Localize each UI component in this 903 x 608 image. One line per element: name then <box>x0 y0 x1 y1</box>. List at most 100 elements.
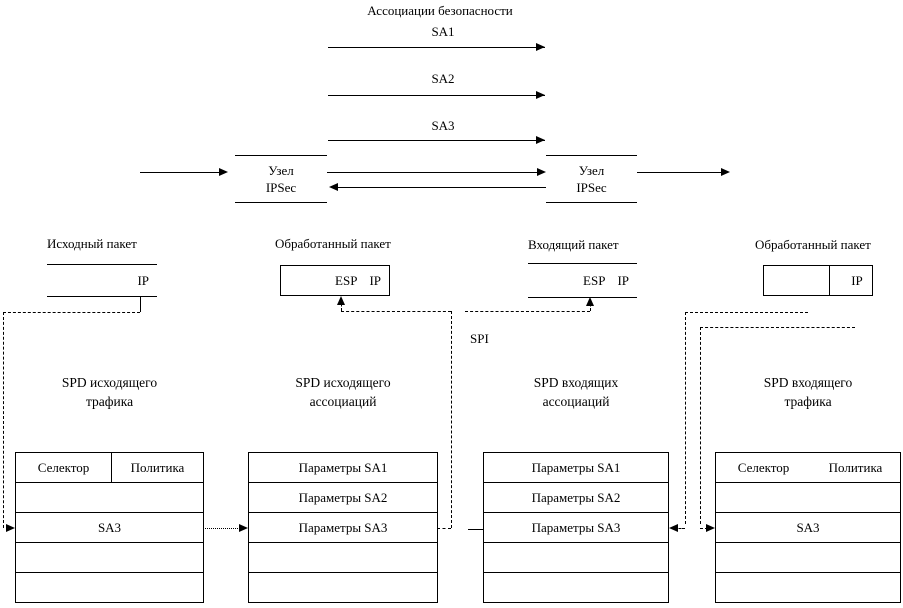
table4-row <box>716 483 900 513</box>
packet4-field-empty <box>764 266 830 295</box>
table3-title-line2: ассоциаций <box>542 394 610 409</box>
packet3-incoming: ESP IP <box>528 263 637 298</box>
packet4-table3-vdash <box>685 312 686 524</box>
table1-header-row: Селектор Политика <box>16 453 203 483</box>
inbound-flow-arrowhead-icon <box>219 168 228 176</box>
packet1-table1-vdash <box>3 312 4 528</box>
table4-row <box>716 573 900 602</box>
packet4-field-ip: IP <box>851 272 863 288</box>
table3-row-sa2: Параметры SA2 <box>484 483 668 513</box>
table4-sa3-arrowhead-icon <box>706 524 715 532</box>
table2-packet2-hdash <box>341 311 451 312</box>
table4-title-line2: трафика <box>784 394 832 409</box>
sa1-label: SA1 <box>431 24 455 39</box>
table3-row <box>484 573 668 602</box>
packet4-table4-vdash <box>700 327 701 524</box>
table3-entry-line <box>468 529 483 530</box>
table3-title: SPD входящих ассоциаций <box>483 373 669 411</box>
table1-row-sa3: SA3 <box>16 513 203 543</box>
table2-row-sa1: Параметры SA1 <box>249 453 437 483</box>
table2-exit-hdash <box>437 528 451 529</box>
outbound-flow-line <box>637 172 721 173</box>
inbound-flow-line <box>140 172 220 173</box>
packet4-table4-hdash <box>700 327 855 328</box>
packet3-field-ip: IP <box>617 272 629 288</box>
table4-header-selector: Селектор <box>737 459 790 475</box>
table2-row-sa3: Параметры SA3 <box>249 513 437 543</box>
table4-row <box>716 543 900 573</box>
sa3-arrow-line <box>328 140 545 141</box>
packet4-label: Обработанный пакет <box>755 237 871 252</box>
table1-title-line2: трафика <box>85 394 134 409</box>
return-flow-arrowhead-icon <box>329 183 338 191</box>
table4-entry-hdash <box>700 528 708 529</box>
packet4-table3-hdash <box>685 312 808 313</box>
table3-sa3-arrowhead-icon <box>669 524 678 532</box>
table3-row-sa1: Параметры SA1 <box>484 453 668 483</box>
packet1-table1-hdash <box>3 312 140 313</box>
spi-packet3-hdash <box>465 311 590 312</box>
packet3-label: Входящий пакет <box>528 237 619 252</box>
return-flow-line <box>338 187 546 188</box>
outbound-flow-arrowhead-icon <box>721 168 730 176</box>
table1-row <box>16 573 203 602</box>
table1-row <box>16 483 203 513</box>
table2-title-line1: SPD исходящего <box>295 375 391 390</box>
forward-flow-arrowhead-icon <box>537 168 546 176</box>
sa3-arrowhead-icon <box>536 136 545 144</box>
table2-row-sa2: Параметры SA2 <box>249 483 437 513</box>
sa2-arrowhead-icon <box>536 91 545 99</box>
packet4-processed: IP <box>763 265 873 296</box>
packet2-up-dash <box>341 299 342 311</box>
sa1-arrow-line <box>328 47 545 48</box>
table2-row <box>249 573 437 602</box>
packet2-arrowhead-icon <box>337 296 345 305</box>
table1-header-policy: Политика <box>130 459 185 475</box>
packet3-field-esp: ESP <box>583 272 606 288</box>
ipsec-node-right: Узел IPSec <box>546 155 637 203</box>
packet2-processed: ESP IP <box>280 265 390 296</box>
spd-outbound-traffic-table: Селектор Политика SA3 <box>15 452 204 603</box>
table2-row <box>249 543 437 573</box>
table4-header-row: Селектор Политика <box>716 453 900 483</box>
sa3-label: SA3 <box>431 118 455 133</box>
packet2-label: Обработанный пакет <box>275 236 391 251</box>
table4-header-policy: Политика <box>828 459 883 475</box>
forward-flow-line <box>327 172 537 173</box>
table4-title: SPD входящего трафика <box>715 373 901 411</box>
table1-title: SPD исходящего трафика <box>15 373 204 411</box>
diagram-title: Ассоциации безопасности <box>367 3 513 18</box>
ipsec-node-right-line1: Узел <box>578 163 605 178</box>
packet1-drop-line <box>140 296 141 312</box>
ipsec-node-left-line1: Узел <box>268 163 294 178</box>
table1-sa3-arrowhead-icon <box>6 524 15 532</box>
table1-row <box>16 543 203 573</box>
spi-label: SPI <box>470 331 489 346</box>
sa2-label: SA2 <box>431 71 455 86</box>
packet2-field-esp: ESP <box>335 272 358 288</box>
table2-title-line2: ассоциаций <box>309 394 377 409</box>
packet1-label: Исходный пакет <box>47 236 137 251</box>
packet3-arrowhead-icon <box>586 297 594 306</box>
table2-title: SPD исходящего ассоциаций <box>248 373 438 411</box>
table1-title-line1: SPD исходящего <box>61 375 158 390</box>
packet2-field-ip: IP <box>369 272 381 288</box>
table2-packet2-vdash <box>451 311 452 528</box>
table3-title-line1: SPD входящих <box>533 375 619 390</box>
table3-row <box>484 543 668 573</box>
packet1-original: IP <box>47 264 157 297</box>
spd-inbound-traffic-table: Селектор Политика SA3 <box>715 452 901 603</box>
ipsec-node-left-line2: IPSec <box>265 180 297 195</box>
spd-inbound-associations-table: Параметры SA1 Параметры SA2 Параметры SA… <box>483 452 669 603</box>
table4-row-sa3: SA3 <box>716 513 900 543</box>
table1-header-selector: Селектор <box>16 453 112 482</box>
spd-outbound-associations-table: Параметры SA1 Параметры SA2 Параметры SA… <box>248 452 438 603</box>
ipsec-node-right-line2: IPSec <box>576 180 607 195</box>
table3-entry-hdash <box>675 528 685 529</box>
table4-title-line1: SPD входящего <box>763 375 853 390</box>
table3-row-sa3: Параметры SA3 <box>484 513 668 543</box>
ipsec-node-left: Узел IPSec <box>235 155 327 203</box>
table2-sa3-arrowhead-icon <box>239 524 248 532</box>
sa1-arrowhead-icon <box>536 43 545 51</box>
